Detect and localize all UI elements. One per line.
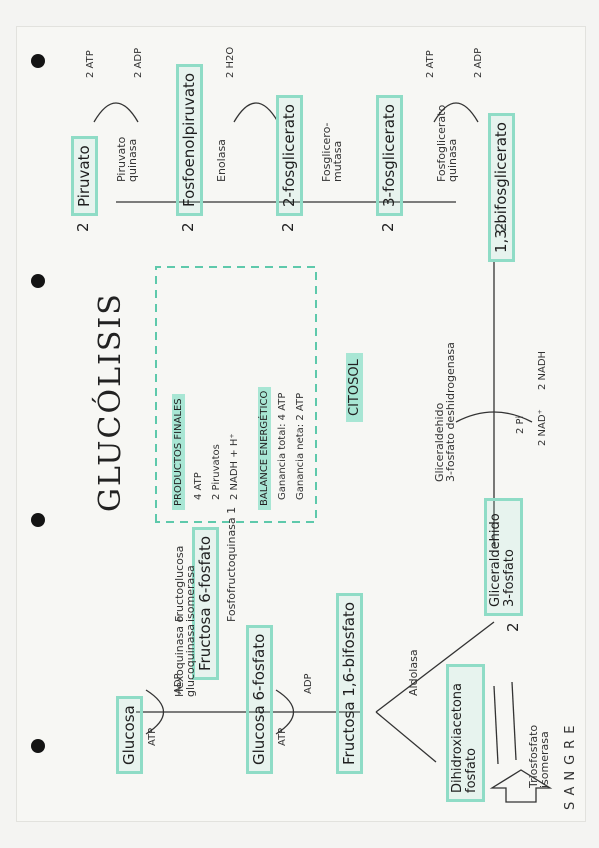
coefficient-pep: 2: [179, 222, 197, 232]
blood-entry-arrow: [489, 769, 553, 803]
cytosol-label: CITOSOL: [346, 353, 363, 422]
notebook-page: GLUCÓLISIS SANGRE CITOSOL Glucosa Glucos…: [16, 26, 586, 822]
energy-balance-title: BALANCE ENERGÉTICO: [254, 386, 271, 510]
nadh-label: 2 NADH: [537, 350, 548, 390]
nad-curve: [455, 411, 533, 423]
adp-atp-curve-2: [93, 102, 139, 123]
adp-label-1: ADP: [173, 673, 184, 694]
energy-balance-total: Ganancia total: 4 ATP: [277, 392, 288, 500]
molecule-pg2: 2-fosglicerato: [276, 95, 303, 216]
coefficient-pg2: 2: [279, 222, 297, 232]
summary-box: [155, 266, 317, 523]
enzyme-pgm: Fosglicero-mutasa: [320, 122, 344, 183]
binder-hole: [31, 739, 45, 753]
molecule-pep: Fosfoenolpiruvato: [176, 63, 203, 216]
coefficient-piruvato: 2: [74, 222, 92, 232]
molecule-piruvato: Piruvato: [71, 136, 98, 216]
adp-atp-curve-1: [433, 102, 479, 123]
two-adp-label-2: 2 ADP: [133, 47, 144, 78]
enzyme-enolasa: Enolasa: [215, 139, 228, 182]
final-product-3: 2 NADH + H⁺: [229, 433, 240, 500]
adp-label-2: ADP: [303, 673, 314, 694]
molecule-glucosa: Glucosa: [116, 696, 143, 774]
two-h2o-label: 2 H2O: [225, 46, 236, 78]
molecule-bpg13: 1,3-bifosglicerato: [488, 113, 515, 262]
final-products-title: PRODUCTOS FINALES: [168, 394, 185, 510]
atp-label-2: ATP: [277, 727, 288, 746]
final-product-2: 2 Piruvatos: [211, 444, 222, 500]
final-product-1: 4 ATP: [193, 472, 204, 500]
two-adp-label-1: 2 ADP: [473, 47, 484, 78]
enzyme-pfk1: Fosfofructoquinasa 1: [225, 506, 238, 622]
molecule-g3p: Gliceraldehido 3-fosfato: [484, 498, 523, 616]
atp-curve-2: [275, 689, 294, 735]
binder-hole: [31, 274, 45, 288]
molecule-f16bp: Fructosa 1,6-bifosfato: [336, 592, 363, 774]
two-atp-label-2: 2 ATP: [85, 50, 96, 78]
two-atp-label-1: 2 ATP: [425, 50, 436, 78]
h2o-curve: [233, 102, 279, 123]
molecule-dhap: Dihidroxiacetona fosfato: [446, 664, 485, 802]
atp-label-1: ATP: [147, 727, 158, 746]
glycolysis-diagram: GLUCÓLISIS SANGRE CITOSOL Glucosa Glucos…: [16, 26, 586, 822]
coefficient-g3p: 2: [504, 622, 522, 632]
binder-hole: [31, 54, 45, 68]
aldolasa-to-dhap: [375, 711, 437, 763]
aldolasa-to-g3p: [375, 621, 495, 713]
enzyme-aldolasa: Aldolasa: [407, 649, 420, 696]
energy-balance-net: Ganancia neta: 2 ATP: [295, 392, 306, 500]
coefficient-pg3: 2: [379, 222, 397, 232]
molecule-pg3: 3-fosglicerato: [376, 95, 403, 216]
blood-label: SANGRE: [563, 719, 578, 810]
page-title: GLUCÓLISIS: [93, 292, 128, 512]
pi-label: 2 Pi: [515, 415, 526, 434]
binder-hole: [31, 513, 45, 527]
molecule-g6p: Glucosa 6-fosfato: [246, 624, 273, 774]
pathway-arrows: [93, 102, 553, 803]
atp-curve-1: [145, 689, 164, 735]
nad-label: 2 NAD⁺: [537, 409, 548, 446]
